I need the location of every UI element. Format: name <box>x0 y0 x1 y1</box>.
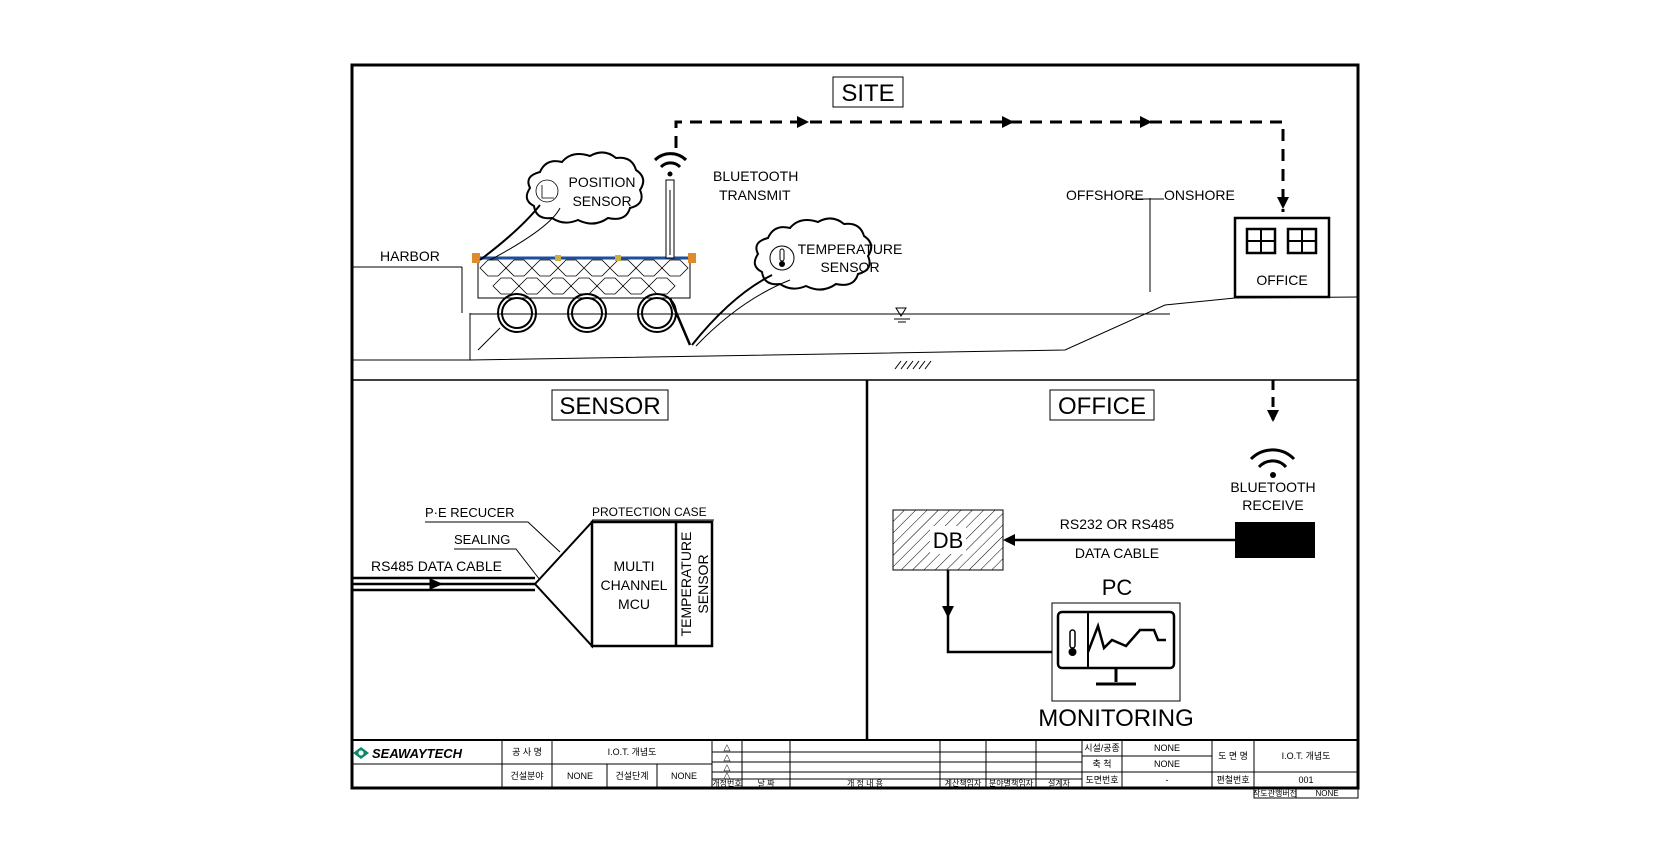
wifi-receiver-icon <box>1249 448 1296 478</box>
revision-mark-2: △ <box>724 752 731 762</box>
stage-label: 건설단계 <box>615 770 648 781</box>
cable-label-1: RS232 OR RS485 <box>1060 516 1175 532</box>
bluetooth-receive-label-1: BLUETOOTH <box>1230 479 1315 495</box>
section-title-box-site <box>832 76 904 108</box>
section-title-box-sensor <box>551 389 669 421</box>
bluetooth-receive-label-2: RECEIVE <box>1242 497 1303 513</box>
temp-sensor-vertical-2: SENSOR <box>695 554 711 613</box>
temperature-sensor-label-2: SENSOR <box>820 259 879 275</box>
bluetooth-transmit-label-2: TRANSMIT <box>719 187 791 203</box>
facility-label: 시설/공종 <box>1084 743 1120 753</box>
section-title-office: OFFICE <box>1058 393 1146 420</box>
project-name-value: I.O.T. 개념도 <box>608 747 657 757</box>
stamp-label: 작도관행버전 <box>1253 788 1297 798</box>
drawing-no-value: - <box>1166 775 1169 785</box>
data-cable <box>352 576 535 592</box>
sensor-panel: SENSOR MULTI CHANNEL MCU TEMPERATURE SEN… <box>352 389 714 649</box>
sealing-label: SEALING <box>454 532 510 547</box>
cable-label-2: DATA CABLE <box>1075 545 1159 561</box>
bluetooth-transmit-label-1: BLUETOOTH <box>713 168 798 184</box>
wifi-icon <box>653 152 688 177</box>
revision-mark-1: △ <box>724 742 731 752</box>
seabed-hatch <box>894 360 932 370</box>
stamp-value: NONE <box>1315 789 1338 798</box>
field-label: 건설분야 <box>510 771 543 781</box>
seawaytech-logo: SEAWAYTECH <box>353 746 463 761</box>
monitoring-label: MONITORING <box>1038 705 1194 732</box>
scale-label: 축 척 <box>1092 759 1111 769</box>
drawing-name-value: I.O.T. 개념도 <box>1282 751 1331 761</box>
offshore-label: OFFSHORE <box>1066 187 1144 203</box>
facility-value: NONE <box>1154 743 1180 753</box>
db-label: DB <box>933 528 964 553</box>
offshore-onshore-marker <box>1132 198 1164 292</box>
pe-reducer-label: P·E RECUCER <box>425 505 515 520</box>
mcu-label-1: MULTI <box>614 558 655 574</box>
office-building-label: OFFICE <box>1256 272 1307 288</box>
revision-mark-4: △ <box>724 770 731 780</box>
temperature-sensor-label-1: TEMPERATURE <box>798 241 903 257</box>
field-value: NONE <box>567 771 593 781</box>
rev-header-date: 날 짜 <box>758 778 776 788</box>
title-block: SEAWAYTECH 공 사 명 I.O. <box>352 739 1359 799</box>
sheet-no-label: 편철번호 <box>1216 774 1249 785</box>
protection-case-label: PROTECTION CASE <box>592 505 707 519</box>
scale-value: NONE <box>1154 759 1180 769</box>
position-sensor-callout: POSITION SENSOR <box>479 151 645 261</box>
cable-db-to-pc <box>946 570 1065 654</box>
stage-value: NONE <box>671 771 697 781</box>
signal-path-site <box>674 120 1285 212</box>
drawing-border <box>350 63 1360 790</box>
office-building: OFFICE <box>1233 216 1331 299</box>
rev-header-designer: 설계자 <box>1048 778 1071 788</box>
rev-header-calc: 계산책임자 <box>945 778 982 788</box>
position-sensor-label-2: SENSOR <box>572 193 631 209</box>
mcu-label-3: MCU <box>618 596 650 612</box>
protection-case <box>590 520 714 648</box>
site-panel: SITE HARBOR <box>352 76 1359 370</box>
monitor-icon <box>1056 610 1176 686</box>
office-panel: OFFICE BLUETOOTH RECEIVE RS232 OR RS485 … <box>892 380 1316 732</box>
project-name-label: 공 사 명 <box>512 747 542 757</box>
pe-reducer <box>533 519 593 649</box>
mcu-label-2: CHANNEL <box>601 577 668 593</box>
position-sensor-label-1: POSITION <box>569 174 636 190</box>
temp-sensor-vertical-1: TEMPERATURE <box>678 532 694 637</box>
section-title-site: SITE <box>841 80 894 107</box>
svg-text:SEAWAYTECH: SEAWAYTECH <box>372 746 463 761</box>
onshore-label: ONSHORE <box>1164 187 1235 203</box>
signal-arrows <box>797 116 1289 209</box>
revision-mark-3: △ <box>724 762 731 772</box>
signal-path-office <box>1267 380 1279 422</box>
section-title-box-office <box>1049 389 1155 421</box>
section-title-sensor: SENSOR <box>559 393 660 420</box>
rev-header-field: 분야별책임자 <box>989 778 1034 788</box>
sheet-no-value: 001 <box>1298 775 1313 785</box>
rs485-cable-label: RS485 DATA CABLE <box>371 558 502 574</box>
temperature-sensor-callout: TEMPERATURE SENSOR <box>691 217 903 347</box>
rev-header-no: 개정번호 <box>712 778 741 788</box>
floating-structure <box>472 179 696 351</box>
rev-header-content: 개 정 내 용 <box>847 778 883 788</box>
drawing-no-label: 도면번호 <box>1085 775 1118 785</box>
bluetooth-receiver-device <box>1235 522 1315 558</box>
pc-label: PC <box>1102 575 1133 600</box>
harbor-label: HARBOR <box>380 248 440 264</box>
drawing-name-label: 도 면 명 <box>1218 751 1248 761</box>
